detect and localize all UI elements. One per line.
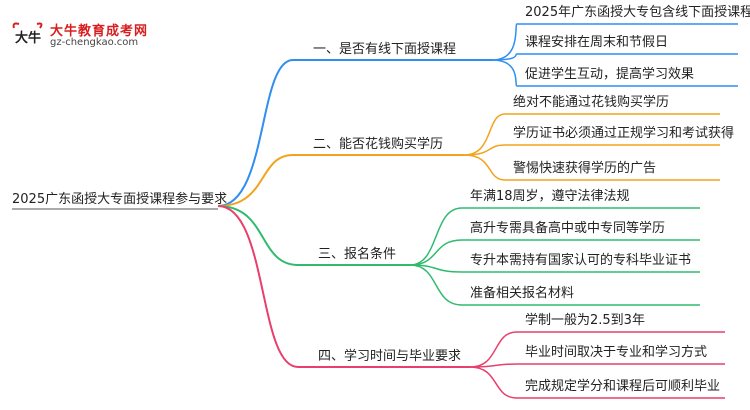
branch-connector-1: [217, 59, 294, 207]
leaf-connector: [463, 113, 506, 156]
leaf-label[interactable]: 课程安排在周末和节假日: [525, 35, 669, 50]
site-logo[interactable]: 大牛 大牛教育成考网 gz-chengkao.com: [10, 20, 185, 50]
branch-connector-3: [217, 205, 299, 266]
leaf-label[interactable]: 2025年广东函授大专包含线下面授课程: [525, 5, 750, 20]
logo-domain: gz-chengkao.com: [50, 37, 139, 48]
branch-connector-2: [217, 154, 294, 207]
leaf-label[interactable]: 专升本需持有国家认可的专科毕业证书: [470, 253, 692, 268]
branch-connector-4: [217, 205, 299, 368]
leaf-connector: [463, 154, 506, 181]
branch-label-3[interactable]: 三、报名条件: [318, 247, 397, 262]
leaf-label[interactable]: 促进学生互动，提高学习效果: [525, 67, 695, 82]
branch-label-1[interactable]: 一、是否有线下面授课程: [313, 42, 457, 57]
leaf-label[interactable]: 年满18周岁，遵守法律法规: [470, 189, 630, 204]
branch-label-2[interactable]: 二、能否花钱购买学历: [313, 137, 444, 152]
leaf-connector: [469, 331, 518, 368]
root-topic[interactable]: 2025广东函授大专面授课程参与要求: [12, 192, 228, 207]
leaf-label[interactable]: 学历证书必须通过正规学习和考试获得: [513, 126, 735, 141]
leaf-label[interactable]: 高升专需具备高中或中专同等学历: [470, 221, 666, 236]
leaf-connector: [491, 59, 518, 87]
leaf-connector: [463, 144, 506, 156]
leaf-connector: [469, 366, 518, 399]
leaf-label[interactable]: 警惕快速获得学历的广告: [513, 161, 657, 176]
leaf-label[interactable]: 准备相关报名材料: [470, 286, 575, 301]
leaf-connector: [491, 23, 518, 61]
leaf-label[interactable]: 绝对不能通过花钱购买学历: [513, 95, 670, 110]
bull-logo-icon: 大牛: [12, 22, 43, 46]
branch-label-4[interactable]: 四、学习时间与毕业要求: [318, 349, 462, 364]
leaf-label[interactable]: 完成规定学分和课程后可顺利毕业: [525, 379, 721, 394]
leaf-connector: [409, 264, 463, 306]
leaf-connector: [409, 239, 463, 266]
logo-brand-name: 大牛教育成考网: [50, 24, 149, 39]
leaf-label[interactable]: 毕业时间取决于专业和学习方式: [525, 345, 708, 360]
leaf-connector: [409, 207, 463, 266]
leaf-label[interactable]: 学制一般为2.5到3年: [525, 313, 645, 328]
svg-text:大牛: 大牛: [15, 30, 41, 46]
